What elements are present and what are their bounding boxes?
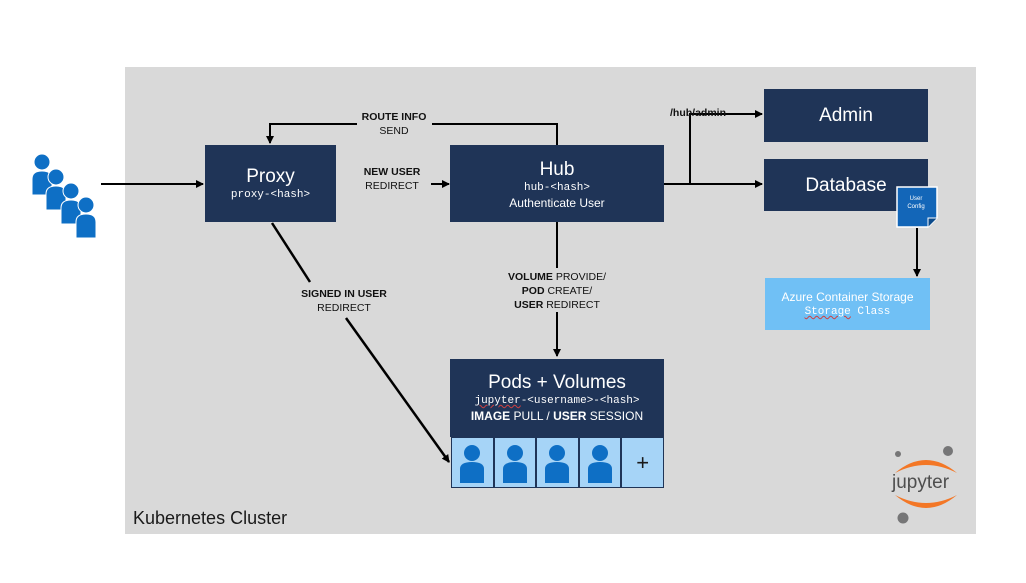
azure-storage-box[interactable]: Azure Container Storage Storage Class	[765, 278, 930, 330]
user-pod-cell[interactable]	[451, 437, 494, 488]
signed-in-label: SIGNED IN USER REDIRECT	[301, 288, 387, 314]
user-icon	[502, 444, 527, 483]
user-icon	[545, 444, 570, 483]
user-icon	[588, 444, 613, 483]
azure-storage-title: Azure Container Storage	[781, 290, 914, 304]
hub-box[interactable]: Hub hub-<hash> Authenticate User	[450, 145, 664, 222]
admin-box[interactable]: Admin	[764, 89, 928, 142]
user-pod-cell[interactable]	[536, 437, 579, 488]
pods-title: Pods + Volumes	[488, 372, 626, 393]
user-icon	[460, 444, 485, 483]
cluster-label: Kubernetes Cluster	[133, 508, 288, 528]
storage-class-label: Storage Class	[804, 306, 891, 318]
jupyter-logo-text: jupyter	[892, 472, 950, 493]
arrow-hub-to-admin	[689, 110, 763, 184]
user-config-document-icon	[896, 186, 938, 228]
arrow-proxy-to-pods	[344, 317, 451, 463]
arrow-route-info-2	[266, 123, 357, 144]
user-pod-cell[interactable]	[493, 437, 537, 488]
volume-pod-label: VOLUME PROVIDE/ POD CREATE/ USER REDIREC…	[507, 271, 607, 311]
user-config-label: User Config	[907, 196, 925, 210]
user-pod-cell[interactable]	[578, 437, 622, 488]
new-user-label: NEW USER REDIRECT	[363, 166, 421, 192]
hub-desc: Authenticate User	[509, 196, 605, 210]
proxy-box[interactable]: Proxy proxy-<hash>	[205, 145, 336, 222]
proxy-host: proxy-<hash>	[230, 189, 311, 201]
pods-session: IMAGE PULL / USER SESSION	[470, 409, 644, 423]
proxy-title: Proxy	[246, 166, 295, 187]
pods-host: jupyter-<username>-<hash>	[474, 395, 640, 407]
arrow-route-info	[432, 123, 558, 145]
arrow-proxy-to-pods-top	[270, 222, 312, 283]
hub-title: Hub	[539, 159, 575, 180]
hub-host: hub-<hash>	[523, 182, 590, 194]
pods-volumes-box[interactable]: Pods + Volumes jupyter-<username>-<hash>…	[450, 359, 664, 437]
user-pods-grid: +	[451, 437, 664, 488]
route-info-label: ROUTE INFO SEND	[361, 111, 427, 137]
add-pod-cell[interactable]: +	[621, 437, 664, 488]
database-title: Database	[805, 175, 887, 196]
admin-title: Admin	[819, 105, 873, 126]
jupyter-logo	[895, 446, 957, 524]
hub-admin-label: /hub/admin	[670, 107, 726, 119]
users-group-icon	[31, 153, 97, 239]
